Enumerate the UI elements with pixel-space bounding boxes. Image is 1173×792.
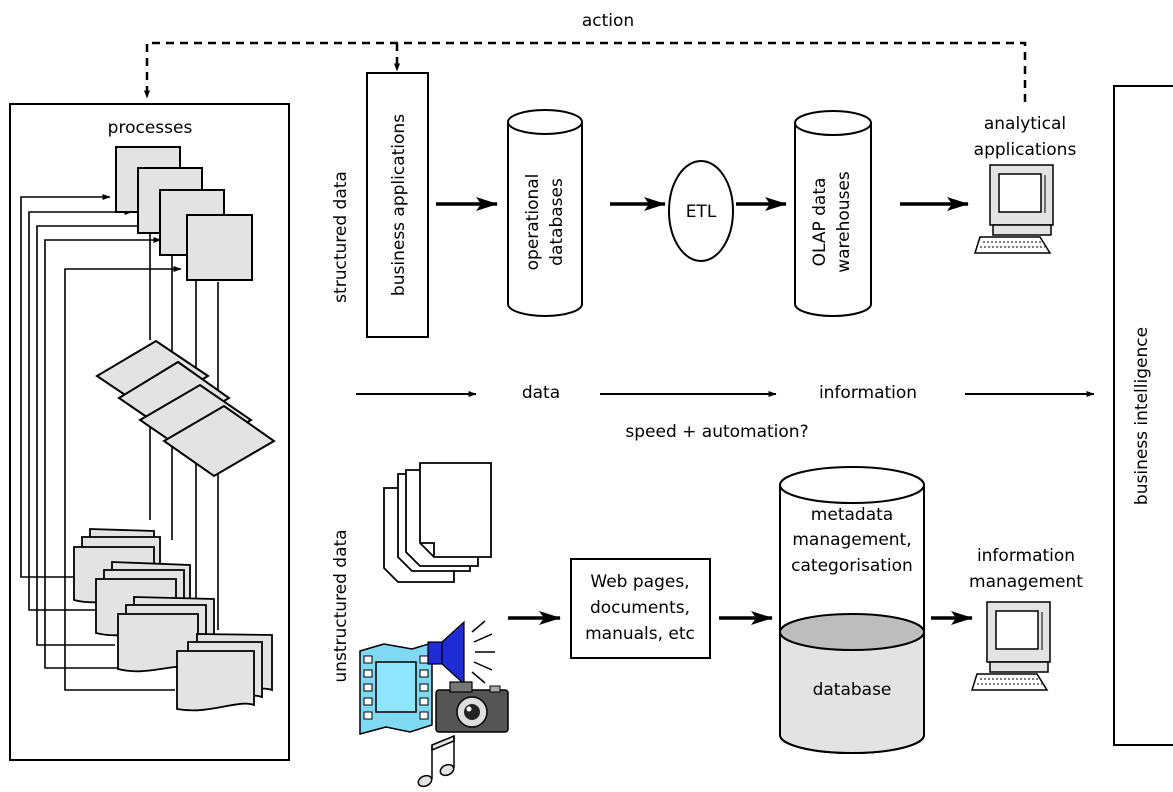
unstructured-data-label: unstructured data — [331, 529, 351, 682]
multimedia-icons — [359, 620, 509, 788]
information-label: information — [819, 383, 917, 403]
document-steps — [73, 528, 273, 712]
metadata-line2: management, — [792, 530, 911, 550]
process-flow-lines — [20, 194, 219, 691]
info-mgmt-line2: management — [969, 572, 1083, 592]
structured-data-label: structured data — [331, 171, 351, 303]
metadata-line3: categorisation — [791, 556, 913, 576]
etl-label: ETL — [686, 202, 717, 222]
business-intelligence-label: business intelligence — [1132, 327, 1152, 505]
olap-line2: warehouses — [834, 171, 854, 273]
music-note-icon — [417, 734, 455, 788]
metadata-line1: metadata — [811, 505, 893, 525]
film-strip-icon — [359, 641, 433, 735]
document-stack-icon — [383, 462, 492, 583]
computer-icon — [973, 164, 1054, 254]
analytical-label-line2: applications — [974, 140, 1077, 160]
analytical-label-line1: analytical — [984, 114, 1066, 134]
business-applications-label: business applications — [389, 114, 409, 296]
operational-databases-line2: databases — [547, 178, 567, 266]
info-mgmt-line1: information — [977, 546, 1075, 566]
data-label: data — [522, 383, 560, 403]
process-steps — [115, 146, 253, 281]
camera-icon — [435, 681, 509, 733]
operational-databases-line1: operational — [523, 174, 543, 271]
processes-label: processes — [108, 118, 193, 138]
computer-icon — [970, 601, 1051, 691]
decision-steps — [95, 339, 276, 478]
speaker-icon — [427, 620, 495, 686]
web-pages-line3: manuals, etc — [585, 624, 695, 644]
olap-warehouses-cylinder: OLAP data warehouses — [794, 110, 872, 317]
processes-panel: processes — [9, 103, 290, 761]
database-cylinder: metadata management, categorisation data… — [779, 466, 925, 754]
web-pages-line1: Web pages, — [590, 572, 689, 592]
action-label: action — [582, 11, 634, 31]
etl-process: ETL — [668, 160, 734, 262]
operational-databases-cylinder: operational databases — [507, 109, 583, 317]
web-pages-line2: documents, — [590, 598, 690, 618]
business-intelligence-box: business intelligence — [1113, 85, 1173, 746]
speed-automation-label: speed + automation? — [625, 422, 808, 442]
web-pages-box: Web pages, documents, manuals, etc — [570, 558, 711, 659]
olap-line1: OLAP data — [810, 178, 830, 267]
database-label: database — [813, 680, 892, 700]
action-feedback-loop — [144, 41, 1027, 102]
business-applications-box: business applications — [366, 72, 429, 338]
